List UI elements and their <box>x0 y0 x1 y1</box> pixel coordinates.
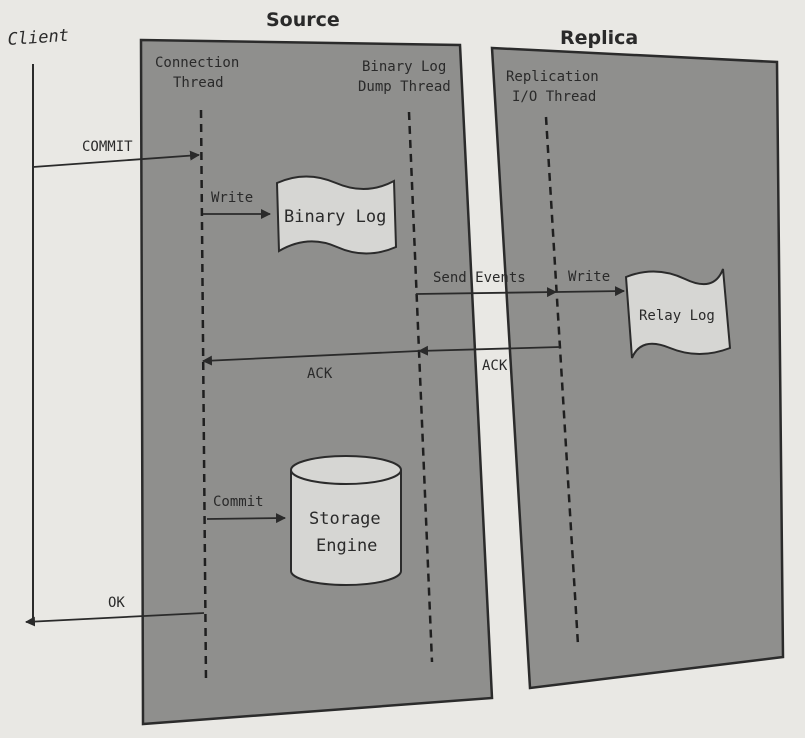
ack-source-arrow <box>202 350 420 366</box>
io-thread-label: Replication <box>506 69 599 85</box>
binary-log-label: Binary Log <box>284 207 386 227</box>
storage-engine-cylinder <box>290 455 402 586</box>
binary-log-document <box>275 175 398 255</box>
ok-response-arrow <box>25 612 205 627</box>
send-events-label: Send Events <box>433 270 526 286</box>
io-thread-label-2: I/O Thread <box>512 89 596 105</box>
ack-replica-label: ACK <box>482 358 508 374</box>
write-relay-label: Write <box>568 269 610 285</box>
replica-panel <box>490 46 785 690</box>
write-binlog-label: Write <box>211 190 253 206</box>
commit-engine-arrow <box>206 513 286 524</box>
dump-thread-label: Binary Log <box>362 59 446 75</box>
storage-engine-label: Storage <box>309 509 381 529</box>
storage-engine-label-2: Engine <box>316 536 377 556</box>
ack-replica-arrow <box>418 345 561 356</box>
connection-thread-lifeline <box>199 109 208 683</box>
relay-log-document <box>624 268 732 359</box>
commit-engine-label: Commit <box>213 494 264 510</box>
commit-request-label: COMMIT <box>82 139 133 155</box>
relay-log-label: Relay Log <box>639 308 715 324</box>
connection-thread-label: Connection <box>155 55 239 71</box>
replica-title: Replica <box>560 27 638 49</box>
client-title: Client <box>7 26 70 50</box>
dump-thread-label-2: Dump Thread <box>358 79 451 95</box>
commit-request-arrow <box>32 150 200 168</box>
source-panel <box>139 38 494 726</box>
source-title: Source <box>266 9 340 31</box>
send-events-arrow <box>415 287 557 298</box>
ack-source-label: ACK <box>307 366 333 382</box>
ok-response-label: OK <box>108 595 125 611</box>
io-thread-lifeline <box>544 116 580 646</box>
connection-thread-label-2: Thread <box>173 75 224 91</box>
dump-thread-lifeline <box>407 111 434 663</box>
write-relay-arrow <box>555 286 625 297</box>
